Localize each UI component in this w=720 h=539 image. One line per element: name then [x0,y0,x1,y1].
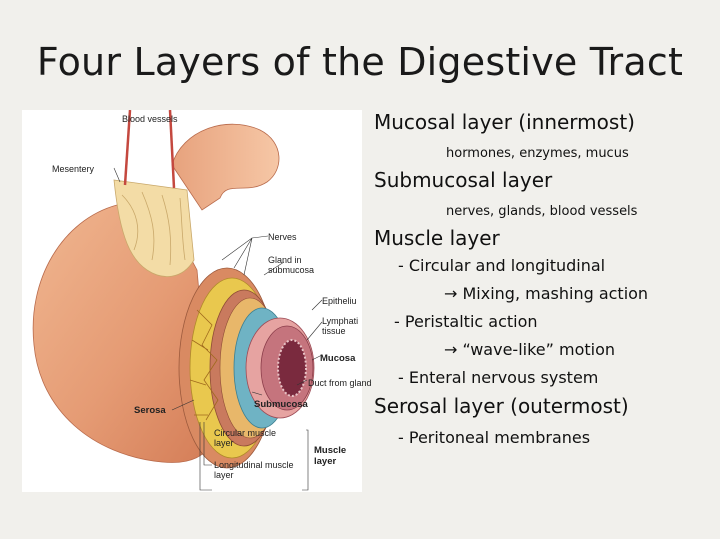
muscle-item-circular: - Circular and longitudinal [398,256,606,275]
heading-submucosal: Submucosal layer [374,168,553,192]
label-muscle-line2: layer [314,456,337,467]
label-blood-vessels: Blood vessels [122,114,178,124]
heading-mucosal: Mucosal layer (innermost) [374,110,635,134]
label-mucosa: Mucosa [320,353,356,364]
label-longitudinal-line2: layer [214,470,234,480]
heading-serosal: Serosal layer (outermost) [374,394,629,418]
tract-cross-section-drawing [32,110,323,491]
label-mesentery: Mesentery [52,164,95,174]
layer-notes: Mucosal layer (innermost) hormones, enzy… [374,108,714,448]
label-circular-line2: layer [214,438,234,448]
label-circular-line1: Circular muscle [214,428,277,438]
muscle-item-mixing: → Mixing, mashing action [444,284,649,303]
digestive-tract-illustration: Blood vessels Mesentery Nerves Gland in … [22,110,372,492]
heading-muscle: Muscle layer [374,226,500,250]
muscle-item-nervous: - Enteral nervous system [398,368,599,387]
muscle-item-peristaltic: - Peristaltic action [394,312,538,331]
label-muscle-line1: Muscle [314,445,347,456]
label-lymphatic-line2: tissue [322,326,346,336]
detail-submucosal: nerves, glands, blood vessels [446,204,638,219]
label-lymphatic-line1: Lymphati [322,316,359,326]
muscle-item-wave: → “wave-like” motion [444,340,616,359]
label-nerves: Nerves [268,232,297,242]
slide-title: Four Layers of the Digestive Tract [36,40,684,84]
label-duct: Duct from gland [308,378,372,388]
label-submucosa: Submucosa [254,399,308,410]
label-serosa: Serosa [134,405,166,416]
label-longitudinal-line1: Longitudinal muscle [214,460,294,470]
detail-mucosal: hormones, enzymes, mucus [446,146,629,161]
label-epithelium: Epitheliu [322,296,357,306]
label-gland-line2: submucosa [268,265,315,275]
label-gland-line1: Gland in [268,255,302,265]
serosal-item-peritoneal: - Peritoneal membranes [398,428,591,447]
